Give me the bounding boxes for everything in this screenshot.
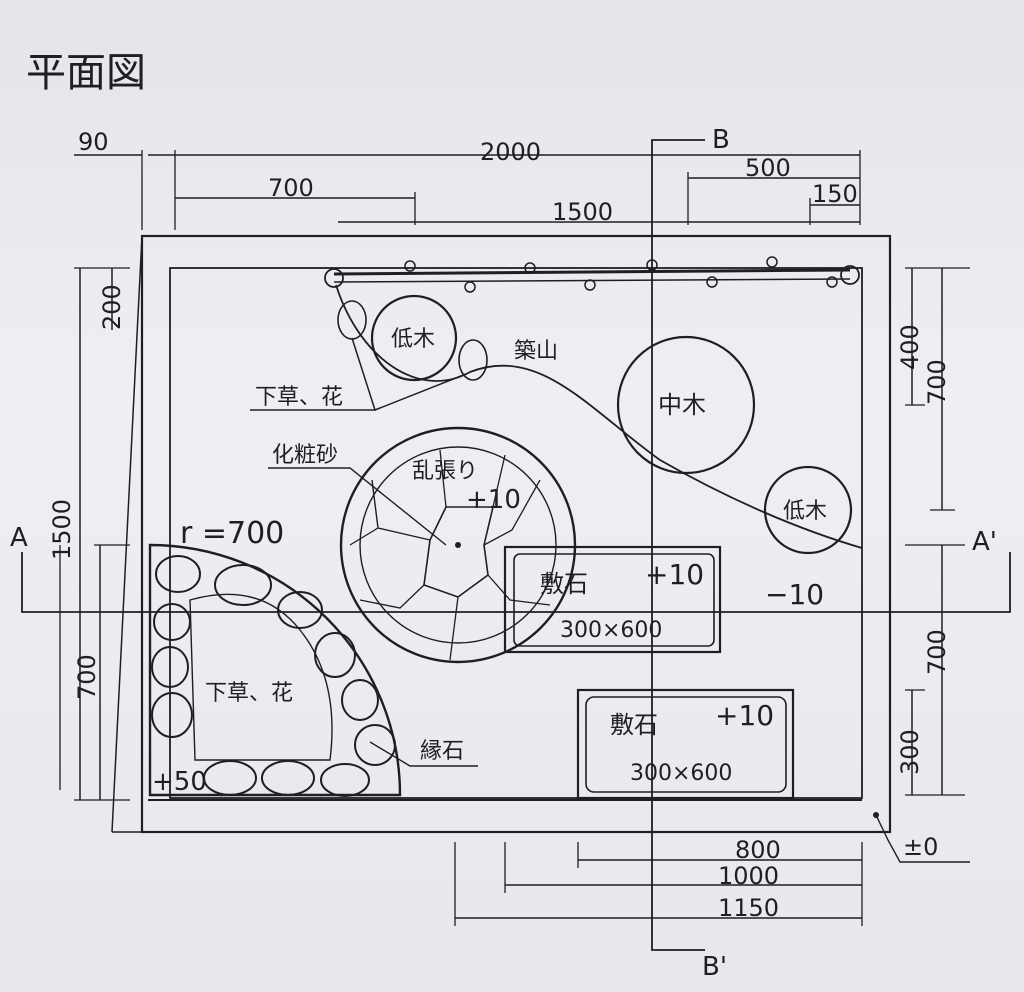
undergrowth-bottom-label: 下草、花: [205, 681, 293, 706]
dim-90: 90: [78, 128, 109, 156]
edge-stone-label: 縁石: [420, 739, 464, 764]
mound-label: 築山: [514, 339, 558, 364]
dim-150: 150: [812, 180, 858, 208]
edge-stone-leader: [369, 741, 478, 767]
zero-level-label: ±0: [903, 833, 938, 861]
ground-level-label: −10: [765, 578, 824, 611]
paving-stone-2: [576, 688, 795, 800]
top-dimensions: [74, 150, 861, 230]
low-tree-2: [763, 465, 853, 555]
paving-stone-2-label: 敷石: [610, 711, 658, 739]
paving-stone-2-size: 300×600: [630, 761, 732, 786]
dim-300: 300: [896, 729, 924, 775]
section-mark-a-prime: A': [972, 527, 997, 557]
mound-level-label: +50: [152, 767, 207, 797]
shrub-top-right: [458, 339, 488, 381]
dim-700-right-bottom: 700: [923, 629, 951, 675]
left-dimensions: [59, 267, 130, 801]
radius-label: r =700: [180, 516, 284, 551]
paving-stone-1: [503, 545, 722, 654]
dim-700-left: 700: [73, 654, 101, 700]
mid-tree: [616, 335, 756, 475]
dim-1500-left: 1500: [48, 499, 76, 560]
section-line-a: [21, 552, 1011, 613]
plan-title: 平面図: [26, 50, 146, 96]
section-line-b: [651, 139, 705, 951]
paving-stone-1-level: +10: [645, 558, 704, 591]
section-mark-b: B: [712, 125, 730, 155]
section-mark-a: A: [10, 523, 28, 553]
mound-outline: [335, 284, 863, 549]
decorative-sand-label: 化粧砂: [272, 443, 338, 468]
fence: [324, 256, 860, 293]
dim-700-right-top: 700: [923, 359, 951, 405]
random-paving-level: +10: [466, 485, 521, 515]
dim-200: 200: [98, 284, 126, 330]
random-paving-label: 乱張り: [412, 459, 478, 484]
zero-level-leader: [875, 814, 970, 863]
quarter-circle-bed: [148, 543, 402, 797]
low-tree-2-label: 低木: [783, 499, 827, 524]
low-tree-1: [370, 294, 458, 382]
decorative-sand-leader: [268, 467, 447, 546]
paving-stone-2-level: +10: [715, 699, 774, 732]
dim-1150: 1150: [718, 894, 779, 922]
dim-1000: 1000: [718, 862, 779, 890]
dim-700-top: 700: [268, 174, 314, 202]
dim-1500-top: 1500: [552, 198, 613, 226]
section-mark-b-prime: B': [702, 952, 727, 982]
dim-800: 800: [735, 836, 781, 864]
low-tree-1-label: 低木: [391, 327, 435, 352]
mid-tree-label: 中木: [658, 391, 706, 419]
dim-2000: 2000: [480, 138, 541, 166]
bottom-dimensions: [454, 842, 863, 926]
undergrowth-top-label: 下草、花: [255, 385, 343, 410]
paving-stone-1-label: 敷石: [540, 570, 588, 598]
dim-500: 500: [745, 154, 791, 182]
right-dimensions: [905, 267, 970, 796]
paving-stone-1-size: 300×600: [560, 618, 662, 643]
random-paving-circle: [339, 426, 577, 664]
dim-400: 400: [896, 324, 924, 370]
outer-boundary: [111, 234, 892, 834]
